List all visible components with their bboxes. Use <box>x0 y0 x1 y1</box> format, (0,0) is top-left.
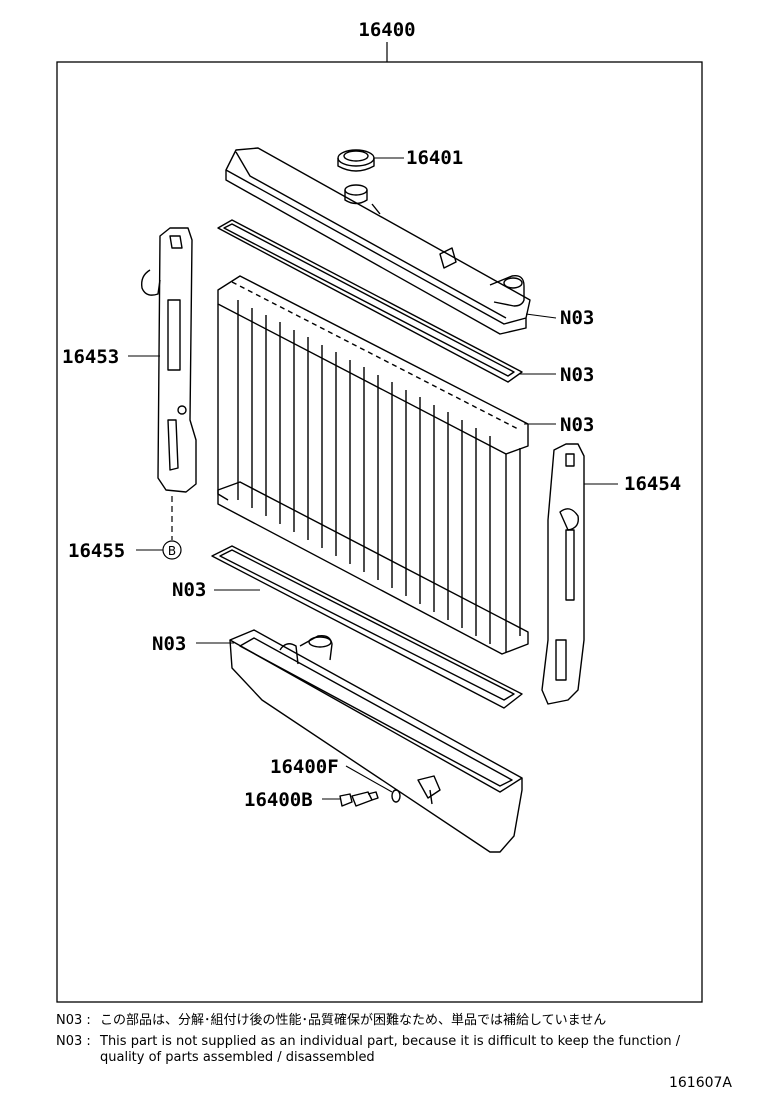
note-text-line1: This part is not supplied as an individu… <box>100 1034 681 1049</box>
drain-gasket-icon <box>391 789 401 803</box>
label-drain-cock: 16400B <box>244 789 313 811</box>
label-n03-core-top: N03 <box>560 414 594 436</box>
radiator-cap-icon <box>337 149 375 172</box>
left-side-support-icon <box>140 227 197 493</box>
upper-tank-icon <box>225 147 531 335</box>
label-n03-upper-gasket: N03 <box>560 364 594 386</box>
note-code: N03 : <box>56 1034 91 1049</box>
drain-cock-icon <box>339 791 379 807</box>
upper-gasket-icon <box>217 219 523 383</box>
lower-gasket-icon <box>211 545 523 709</box>
bolt-marker-letter: B <box>168 544 176 558</box>
note-japanese: N03 : この部品は、分解･組付け後の性能･品質確保が困難なため、単品では補給し… <box>56 1013 606 1029</box>
note-text-line2: quality of parts assembled / disassemble… <box>100 1050 375 1065</box>
note-english: N03 : This part is not supplied as an ind… <box>56 1034 680 1066</box>
label-n03-lower-tank: N03 <box>152 633 186 655</box>
label-bolt: 16455 <box>68 540 125 562</box>
label-n03-lower-gasket: N03 <box>172 579 206 601</box>
note-text: この部品は、分解･組付け後の性能･品質確保が困難なため、単品では補給していません <box>100 1013 607 1028</box>
label-n03-top-tank: N03 <box>560 307 594 329</box>
assembly-frame <box>56 61 703 1003</box>
label-left-support: 16453 <box>62 346 119 368</box>
right-side-support-icon <box>541 443 585 705</box>
leader-lines <box>128 157 618 800</box>
note-code: N03 : <box>56 1013 91 1028</box>
assembly-label: 16400 <box>358 19 415 41</box>
label-cap: 16401 <box>406 147 463 169</box>
label-drain-gasket: 16400F <box>270 756 339 778</box>
figure-code: 161607A <box>668 1075 732 1091</box>
label-right-support: 16454 <box>624 473 681 495</box>
radiator-core-icon <box>217 275 529 655</box>
lower-tank-icon <box>229 629 523 853</box>
